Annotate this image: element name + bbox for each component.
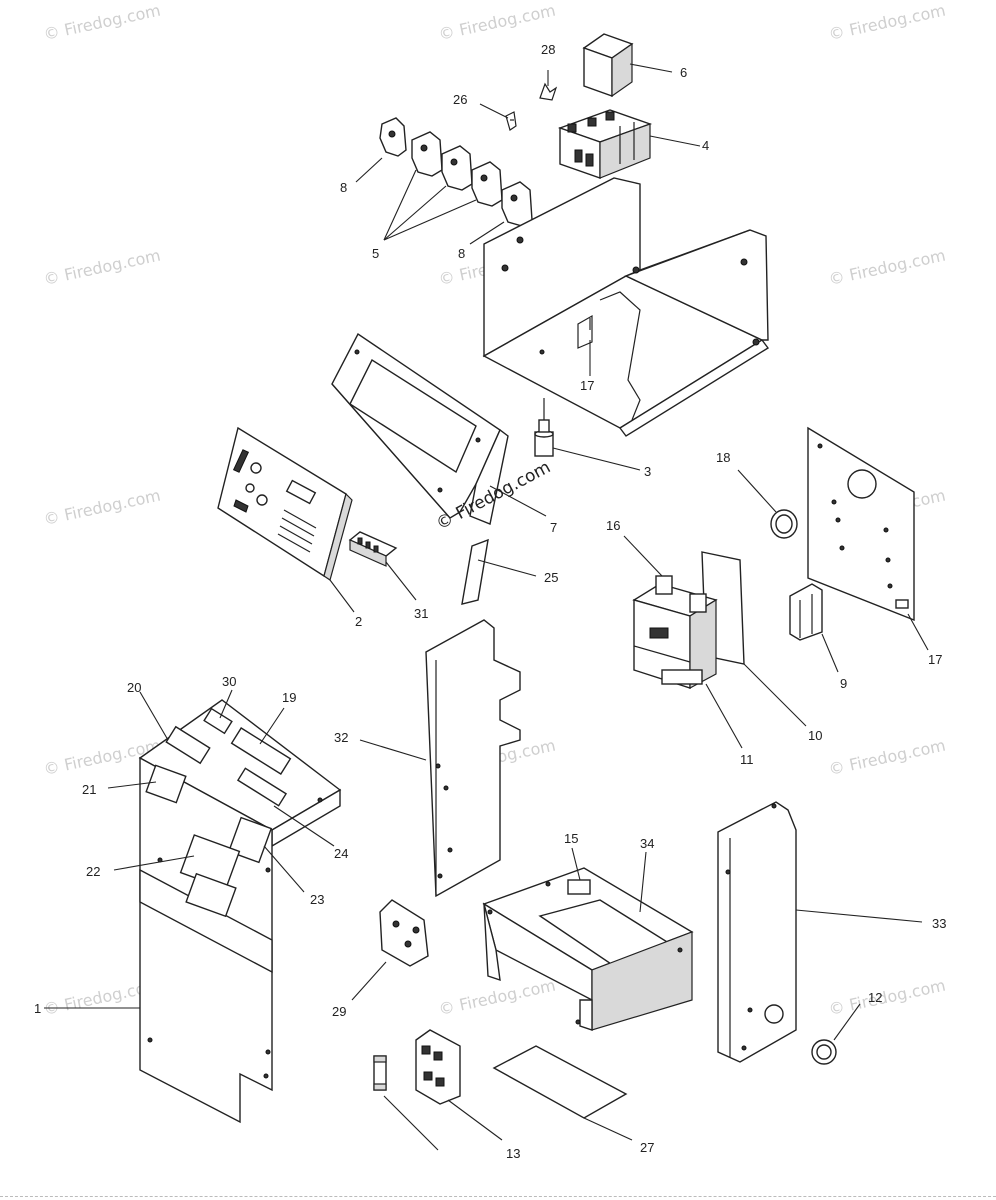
watermark-row5-center: © Firedog.com (437, 976, 557, 1019)
callout-29: 29 (332, 1004, 346, 1019)
watermark-row2-right: © Firedog.com (827, 246, 947, 289)
part-25-strap (461, 538, 489, 605)
callout-31: 31 (414, 606, 428, 621)
watermark-row5-right: © Firedog.com (827, 976, 947, 1019)
watermark-top-right: © Firedog.com (827, 1, 947, 44)
callout-7: 7 (550, 520, 557, 535)
callout-17-top: 17 (580, 378, 594, 393)
callout-4: 4 (702, 138, 709, 153)
callout-32: 32 (334, 730, 348, 745)
part-17-mounting-plate (807, 426, 915, 622)
callout-labels: 28 6 26 4 8 5 8 17 3 7 18 2 31 25 16 17 … (34, 42, 946, 1161)
callout-25: 25 (544, 570, 558, 585)
part-1-front-enclosure (138, 699, 342, 1124)
part-6-relay (582, 33, 634, 98)
part-3-bushing (534, 398, 554, 457)
part-33-right-side-panel (717, 801, 797, 1063)
part-28-clip (539, 82, 558, 101)
callout-18: 18 (716, 450, 730, 465)
callout-6: 6 (680, 65, 687, 80)
callout-30: 30 (222, 674, 236, 689)
callout-1: 1 (34, 1001, 41, 1016)
callout-27: 27 (640, 1140, 654, 1155)
part-fuse (373, 1055, 387, 1091)
part-34-lower-tray (482, 867, 694, 1031)
part-2-control-panel (217, 426, 353, 581)
part-5-8-terminal-blocks (379, 117, 533, 227)
callout-16: 16 (606, 518, 620, 533)
bottom-rule (0, 1196, 996, 1199)
callout-20: 20 (127, 680, 141, 695)
part-12-grommet (811, 1039, 837, 1065)
watermark-row2-left: © Firedog.com (42, 246, 162, 289)
callout-8-top: 8 (340, 180, 347, 195)
callout-22: 22 (86, 864, 100, 879)
callout-26: 26 (453, 92, 467, 107)
callout-24: 24 (334, 846, 348, 861)
callout-5: 5 (372, 246, 379, 261)
callout-23: 23 (310, 892, 324, 907)
part-9-clip-bracket (789, 583, 823, 641)
part-16-11-contactor (632, 551, 745, 690)
callout-9: 9 (840, 676, 847, 691)
callout-17-right: 17 (928, 652, 942, 667)
part-27-cover-plate (492, 1045, 628, 1119)
part-4-relay-socket (557, 109, 653, 179)
callout-19: 19 (282, 690, 296, 705)
callout-11: 11 (740, 752, 754, 767)
part-13-connector-block (415, 1029, 461, 1105)
callout-13: 13 (506, 1146, 520, 1161)
watermark-top-center: © Firedog.com (437, 1, 557, 44)
callout-3: 3 (644, 464, 651, 479)
callout-28: 28 (541, 42, 555, 57)
callout-33: 33 (932, 916, 946, 931)
part-top-chassis-box (482, 177, 770, 437)
part-18-grommet (770, 509, 798, 539)
part-29-terminal-block (379, 899, 429, 967)
watermark-row4-right: © Firedog.com (827, 736, 947, 779)
callout-15: 15 (564, 831, 578, 846)
part-32-side-panel (425, 619, 521, 898)
part-26-pin (505, 111, 517, 131)
watermark-top-left: © Firedog.com (42, 1, 162, 44)
callout-10: 10 (808, 728, 822, 743)
callout-34: 34 (640, 836, 654, 851)
part-31-terminal-connector (348, 531, 398, 567)
watermark-row3-left: © Firedog.com (42, 486, 162, 529)
callout-8-right: 8 (458, 246, 465, 261)
callout-12: 12 (868, 990, 882, 1005)
callout-21: 21 (82, 782, 96, 797)
part-7-bezel-frame (331, 332, 509, 525)
leader-lines (44, 63, 929, 1151)
callout-2: 2 (355, 614, 362, 629)
